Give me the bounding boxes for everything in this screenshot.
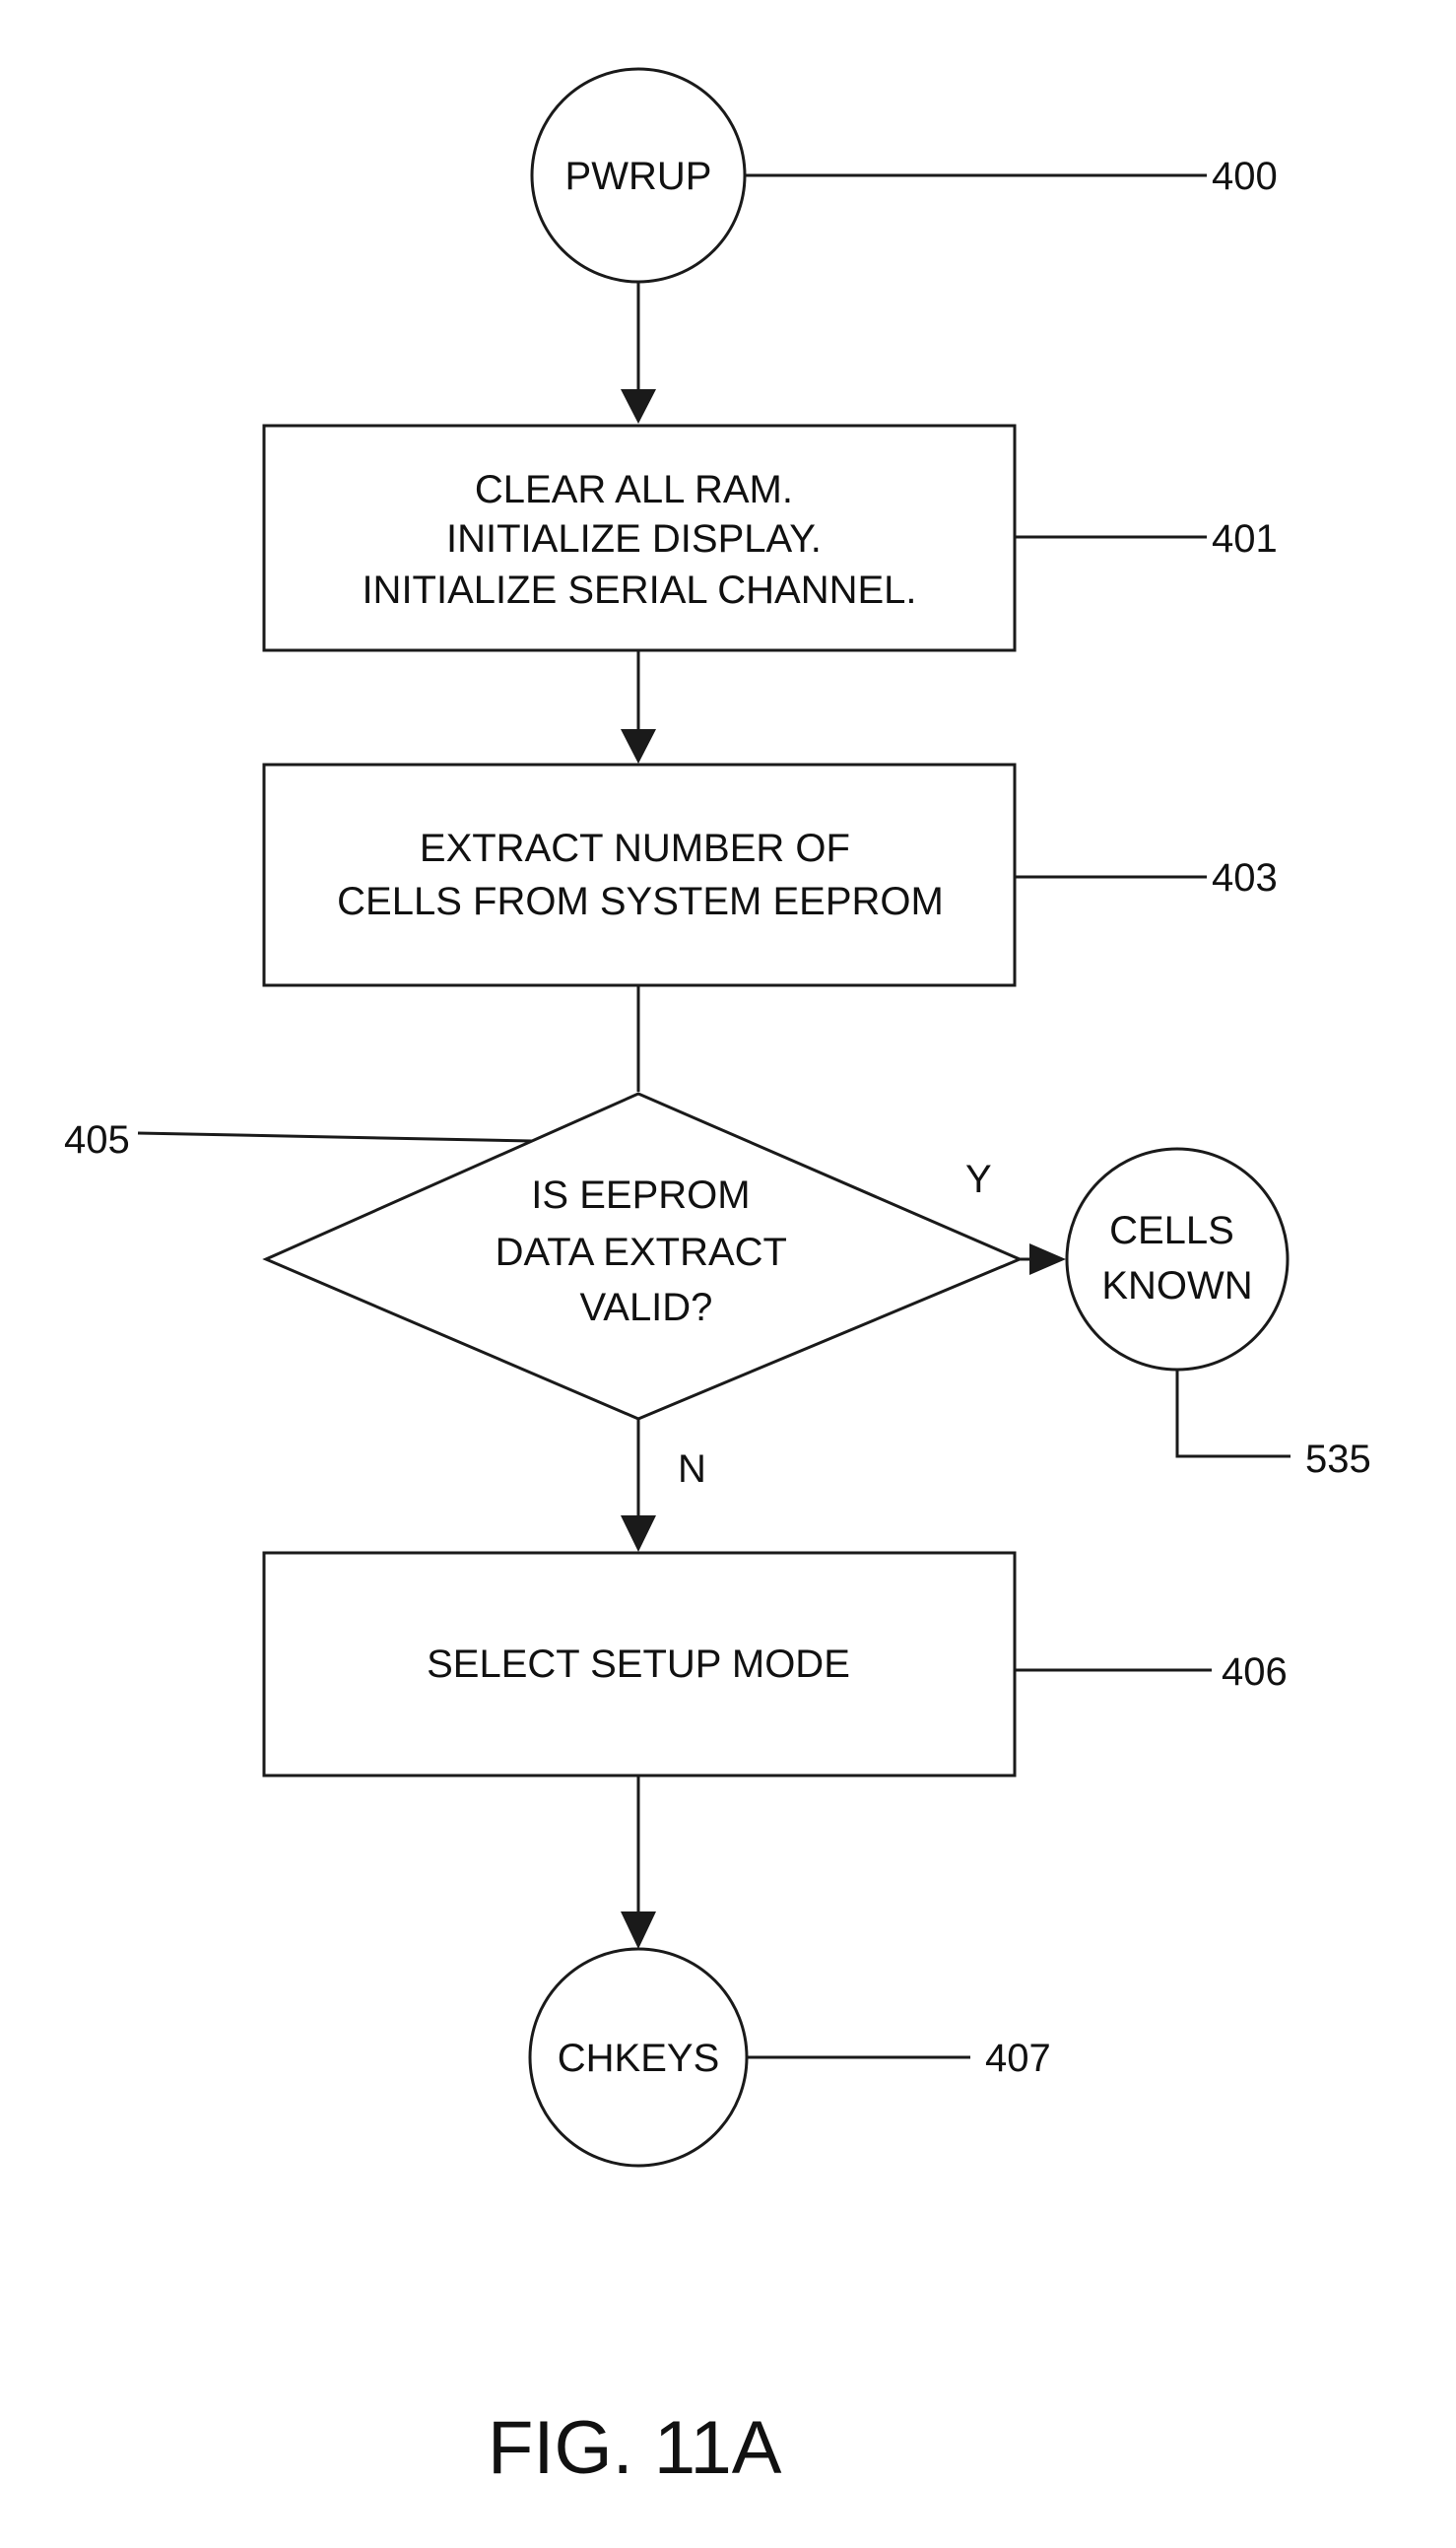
cells-known-ref: 535: [1305, 1438, 1371, 1481]
cells-known-line-2: KNOWN: [1101, 1264, 1252, 1308]
extract-line-2: CELLS FROM SYSTEM EEPROM: [337, 880, 944, 923]
extract-line-1: EXTRACT NUMBER OF: [420, 827, 850, 870]
init-ref: 401: [1212, 517, 1278, 561]
pwrup-node: PWRUP: [530, 67, 747, 284]
no-label: N: [678, 1447, 706, 1491]
init-process: CLEAR ALL RAM. INITIALIZE DISPLAY. INITI…: [262, 424, 1017, 652]
decision-ref: 405: [64, 1118, 130, 1162]
extract-text: EXTRACT NUMBER OF CELLS FROM SYSTEM EEPR…: [337, 827, 944, 923]
pwrup-ref: 400: [1212, 155, 1278, 198]
arrowhead: [621, 729, 656, 764]
init-line-2: INITIALIZE DISPLAY.: [446, 517, 822, 561]
decision-ref-leader: [137, 1131, 533, 1143]
arrowhead: [1029, 1243, 1066, 1275]
setup-process: SELECT SETUP MODE: [262, 1551, 1017, 1777]
chkeys-ref: 407: [985, 2037, 1051, 2080]
setup-box: [262, 1551, 1017, 1777]
extract-ref: 403: [1212, 856, 1278, 900]
chkeys-node: CHKEYS: [528, 1947, 749, 2168]
cells-known-text: CELLS KNOWN: [1101, 1209, 1252, 1308]
decision-text: IS EEPROM DATA EXTRACT VALID?: [496, 1173, 798, 1329]
figure-label: FIG. 11A: [488, 2406, 782, 2490]
eeprom-valid-decision: IS EEPROM DATA EXTRACT VALID?: [262, 1092, 1024, 1421]
cells-known-circle: [1065, 1147, 1290, 1372]
decision-line-2: DATA EXTRACT: [496, 1231, 787, 1274]
cells-known-node: CELLS KNOWN: [1065, 1147, 1290, 1372]
setup-label: SELECT SETUP MODE: [427, 1643, 850, 1686]
yes-label: Y: [965, 1158, 992, 1201]
decision-line-1: IS EEPROM: [531, 1173, 750, 1217]
arrowhead: [621, 389, 656, 424]
cells-known-ref-leader: [1175, 1370, 1291, 1458]
decision-line-3: VALID?: [580, 1286, 713, 1329]
chkeys-label: CHKEYS: [558, 2037, 720, 2080]
init-box: [262, 424, 1017, 652]
init-line-1: CLEAR ALL RAM.: [475, 468, 793, 511]
arrowhead: [621, 1911, 656, 1949]
arrowhead: [621, 1515, 656, 1552]
extract-process: EXTRACT NUMBER OF CELLS FROM SYSTEM EEPR…: [262, 763, 1017, 987]
pwrup-label: PWRUP: [565, 155, 712, 198]
setup-ref: 406: [1222, 1650, 1288, 1694]
extract-box: [262, 763, 1017, 987]
cells-known-line-1: CELLS: [1109, 1209, 1234, 1252]
init-line-3: INITIALIZE SERIAL CHANNEL.: [362, 569, 916, 612]
init-text: CLEAR ALL RAM. INITIALIZE DISPLAY. INITI…: [362, 468, 916, 612]
